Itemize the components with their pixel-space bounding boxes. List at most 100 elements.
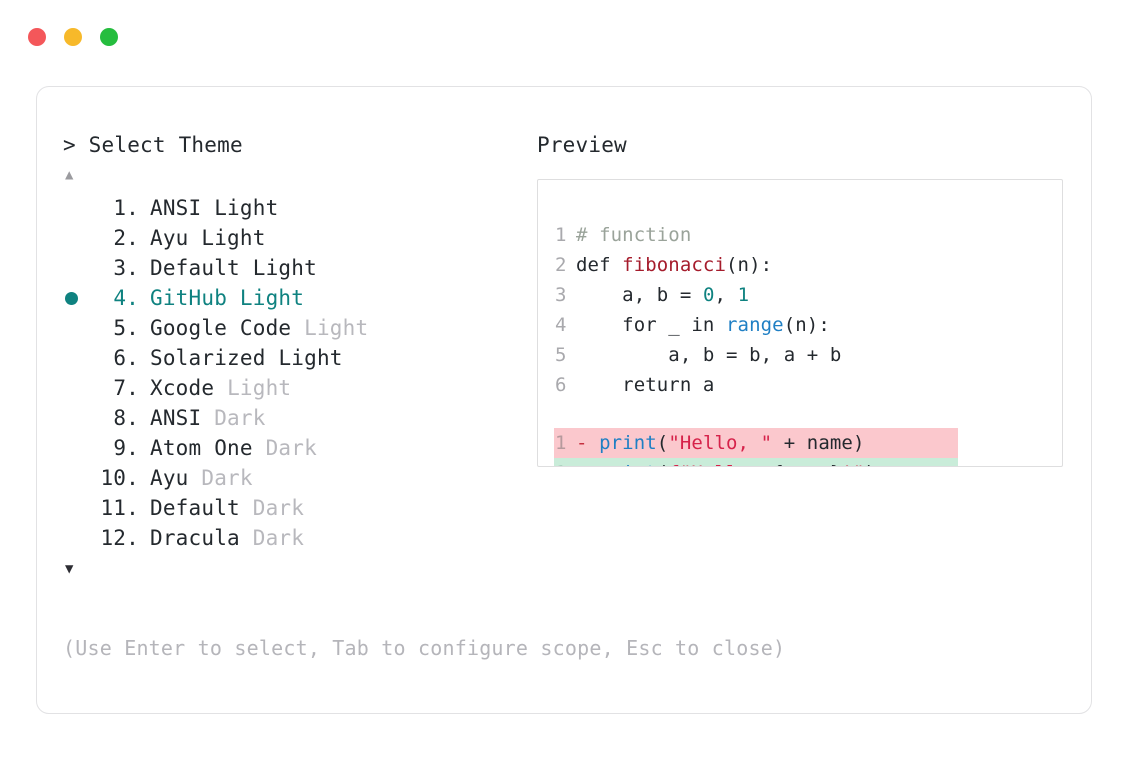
theme-selector-pane: > Select Theme ▲ 1.ANSI Light 2. Ayu Light… (63, 131, 533, 579)
theme-list-item[interactable]: 11.Default Dark (63, 493, 533, 523)
theme-item-index: 9. (113, 436, 139, 460)
diff-added-line: 1+ print(f"Hello, {name}!") (554, 458, 958, 466)
theme-item-variant: Light (278, 346, 343, 370)
code-token: a, b = b, a + b (576, 344, 842, 366)
code-line: 1 # function (555, 220, 1062, 250)
selection-bullet-slot (63, 193, 93, 223)
line-number: 5 (555, 344, 567, 366)
code-token: # function (576, 224, 692, 246)
theme-list-item[interactable]: 4.GitHub Light (63, 283, 533, 313)
theme-item-index: 7. (113, 376, 139, 400)
window-titlebar (28, 28, 118, 46)
code-token: "Hello, " (668, 432, 773, 454)
theme-list-item[interactable]: 10.Ayu Dark (63, 463, 533, 493)
theme-picker-card: > Select Theme ▲ 1.ANSI Light 2. Ayu Light… (36, 86, 1092, 714)
scroll-down-icon[interactable]: ▼ (65, 561, 74, 577)
theme-item-name: Ayu (150, 226, 202, 250)
theme-item-index: 8. (113, 406, 139, 430)
line-number: 1 (555, 432, 567, 454)
selection-bullet-slot (63, 493, 93, 523)
theme-item-name: Google Code (150, 316, 305, 340)
theme-item-name: Xcode (150, 376, 228, 400)
theme-item-variant: Dark (252, 526, 305, 550)
theme-item-index: 12. (100, 526, 139, 550)
code-line-body: for _ in range(n): (565, 310, 830, 340)
theme-item-name: Default (150, 256, 253, 280)
code-token: 0 (702, 284, 715, 306)
line-number: 1 (555, 458, 566, 466)
page-title: > Select Theme (63, 133, 243, 157)
scroll-up-icon[interactable]: ▲ (65, 167, 74, 183)
selection-bullet-slot (63, 403, 93, 433)
theme-item-variant: Light (201, 226, 266, 250)
selected-bullet-icon (65, 291, 78, 305)
theme-item-variant: Light (304, 316, 369, 340)
line-number: 3 (555, 284, 567, 306)
selection-bullet-slot (63, 463, 93, 493)
theme-list-item[interactable]: 8. ANSI Dark (63, 403, 533, 433)
theme-item-index: 2. (113, 226, 139, 250)
code-line: 4 for _ in range(n): (555, 310, 1062, 340)
theme-list-item[interactable]: 5. Google Code Light (63, 313, 533, 343)
code-token: (n): (783, 314, 830, 336)
keyboard-hint: (Use Enter to select, Tab to configure s… (63, 636, 786, 660)
code-line-body: a, b = b, a + b (565, 340, 841, 370)
code-line: 3 a, b = 0, 1 (555, 280, 1062, 310)
theme-item-index: 5. (113, 316, 139, 340)
selection-bullet-slot (63, 523, 93, 553)
close-icon[interactable] (28, 28, 46, 46)
theme-list-item[interactable]: 2. Ayu Light (63, 223, 533, 253)
code-token: ( (657, 462, 669, 466)
code-line: 6 return a (555, 370, 1062, 400)
code-token: def (576, 254, 623, 276)
theme-item-variant: Dark (201, 466, 253, 490)
code-token: f"Hello, (668, 462, 772, 466)
minimize-icon[interactable] (64, 28, 82, 46)
code-line-body: def fibonacci(n): (565, 250, 772, 280)
diff-line-body: print("Hello, " + name) (599, 428, 864, 458)
theme-item-index: 10. (100, 466, 139, 490)
line-number: 6 (555, 374, 567, 396)
code-token: , (714, 284, 738, 306)
code-token: print (599, 432, 657, 454)
selection-bullet-slot (63, 343, 93, 373)
theme-item-variant: Dark (265, 436, 317, 460)
code-token: range (726, 314, 784, 336)
theme-list-item[interactable]: 3. Default Light (63, 253, 533, 283)
selection-bullet-slot (63, 433, 93, 463)
selection-bullet-slot (63, 223, 93, 253)
theme-item-variant: Dark (252, 496, 305, 520)
line-number: 1 (555, 224, 567, 246)
code-line-body: a, b = 0, 1 (565, 280, 749, 310)
theme-item-variant: Dark (214, 406, 266, 430)
code-token: for _ in (576, 314, 727, 336)
theme-item-name: ANSI (150, 406, 215, 430)
theme-list-item[interactable]: 7.Xcode Light (63, 373, 533, 403)
maximize-icon[interactable] (100, 28, 118, 46)
theme-item-name: Solarized (150, 346, 279, 370)
selection-bullet-slot (63, 283, 93, 313)
code-token: a, b = (576, 284, 703, 306)
theme-list-item[interactable]: 12. Dracula Dark (63, 523, 533, 553)
code-blank-line (555, 400, 1062, 428)
theme-list-item[interactable]: 9.Atom One Dark (63, 433, 533, 463)
diff-sign: + (565, 458, 599, 466)
theme-item-index: 3. (113, 256, 139, 280)
theme-item-index: 6. (113, 346, 139, 370)
theme-item-index: 4. (113, 286, 139, 310)
theme-item-variant: Light (214, 196, 279, 220)
diff-line-body: print(f"Hello, {name}!") (599, 458, 876, 466)
theme-item-name: Dracula (150, 526, 253, 550)
diff-removed-line: 1- print("Hello, " + name) (554, 428, 958, 458)
diff-sign: - (576, 432, 600, 454)
theme-item-variant: Light (239, 286, 305, 310)
theme-list-item[interactable]: 1.ANSI Light (63, 193, 533, 223)
theme-item-variant: Light (252, 256, 317, 280)
selection-bullet-slot (63, 373, 93, 403)
line-number: 4 (555, 314, 567, 336)
theme-list-item[interactable]: 6. Solarized Light (63, 343, 533, 373)
